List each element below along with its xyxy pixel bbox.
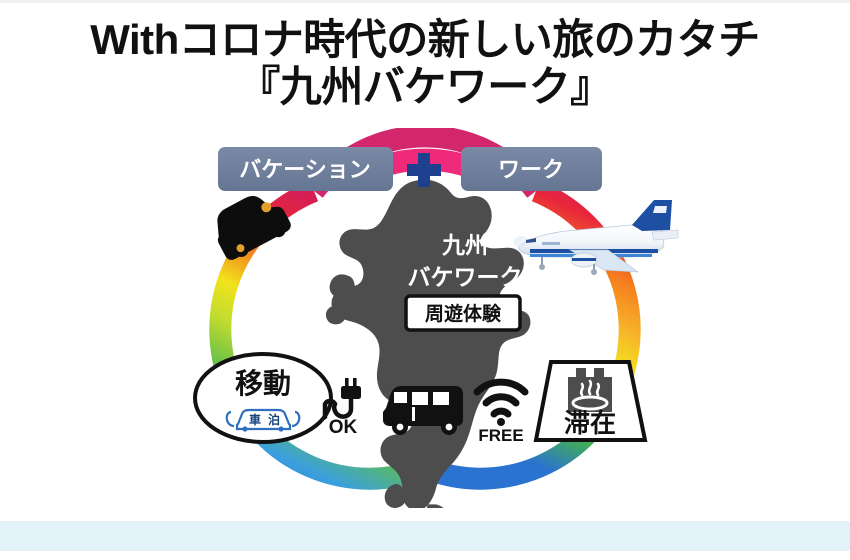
work-label-box[interactable]: ワーク: [461, 147, 602, 191]
move-label: 移動: [235, 368, 291, 399]
camper-van-icon: [383, 386, 463, 435]
power-plug-icon: [322, 378, 361, 420]
move-node[interactable]: 移動 車 泊: [193, 352, 333, 444]
top-divider: [0, 0, 850, 3]
plus-icon: [407, 153, 441, 187]
center-heading-line2: バケワーク: [408, 264, 523, 290]
experience-badge: 周遊体験: [404, 294, 522, 332]
car-stay-kanji-2: 泊: [268, 412, 280, 427]
car-stay-kanji-1: 車: [249, 412, 261, 427]
stay-node[interactable]: 滞在: [533, 360, 648, 442]
title-line-1: Withコロナ時代の新しい旅のカタチ: [90, 16, 760, 63]
power-plug-label: OK: [329, 417, 358, 438]
bottom-strip: [0, 551, 850, 560]
work-label: ワーク: [498, 157, 564, 182]
center-heading-line1: 九州: [441, 232, 488, 258]
vacation-label: バケーション: [239, 157, 371, 182]
onsen-hotspring-icon: [568, 368, 612, 412]
title-line-2: 『九州バケワーク』: [238, 62, 612, 110]
car-silhouette-icon: [217, 196, 291, 260]
wifi-label: FREE: [478, 426, 523, 445]
experience-badge-label: 周遊体験: [425, 302, 502, 325]
car-stay-badge-icon: 車 泊: [225, 408, 301, 432]
kyushu-map-silhouette: [325, 179, 531, 508]
page-title: Withコロナ時代の新しい旅のカタチ 『九州バケワーク』: [0, 16, 850, 110]
bottom-accent-band: [0, 521, 850, 551]
vacation-label-box[interactable]: バケーション: [218, 147, 393, 191]
wifi-icon: [473, 378, 529, 426]
center-heading: 九州 バケワーク: [408, 232, 523, 290]
airplane-icon: [513, 200, 679, 275]
kyushu-vacation-work-diagram: 九州 バケワーク 周遊体験 バケーション ワーク: [0, 128, 850, 508]
stay-label: 滞在: [564, 408, 616, 438]
